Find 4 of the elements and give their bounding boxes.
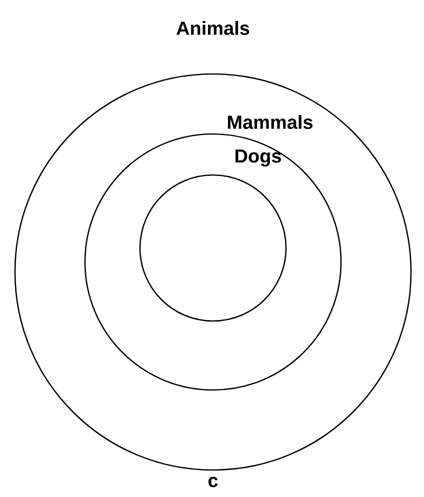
circle-label: Dogs (236, 149, 281, 167)
circle-label: Mammals (228, 115, 312, 129)
circle-label: Animals (176, 21, 250, 35)
caption: c (208, 476, 218, 488)
